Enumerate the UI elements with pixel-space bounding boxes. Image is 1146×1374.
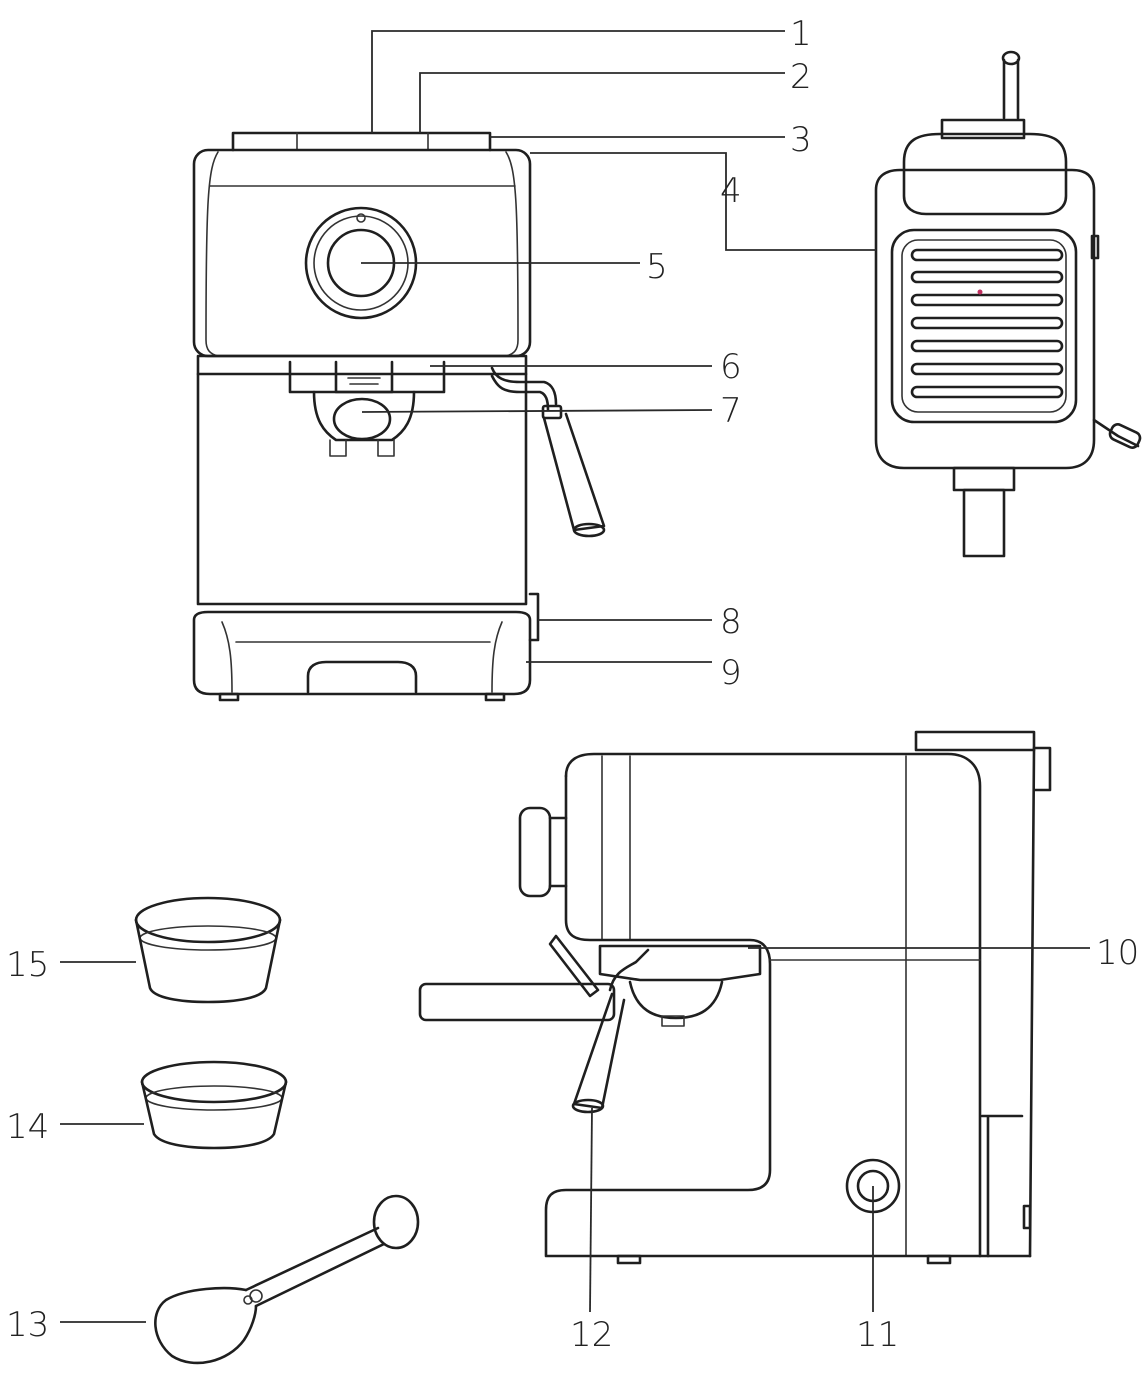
drip-tray-edges [221, 621, 503, 693]
cup-warmer-grille [890, 228, 1078, 424]
top-view [874, 50, 1142, 558]
leader-7 [361, 409, 713, 413]
side-foot-back [926, 1254, 952, 1265]
callout-1: 1 [790, 14, 812, 54]
measuring-spoon-tamper [154, 1194, 420, 1365]
front-view [192, 131, 606, 702]
leader-lines [60, 30, 1090, 1323]
leader-2 [419, 72, 785, 133]
callout-6: 6 [720, 347, 742, 387]
top-view-side-tab [1090, 234, 1100, 260]
steam-wand [490, 366, 606, 538]
grille-slots [910, 248, 1064, 399]
side-view [418, 730, 1052, 1265]
top-view-wand-side [1092, 418, 1140, 448]
water-tank-lid [231, 131, 492, 152]
foot-right [484, 692, 506, 702]
lower-housing [196, 372, 528, 606]
side-view-seams [601, 755, 907, 1257]
callout-11: 11 [856, 1315, 899, 1355]
upper-housing-left-edge [205, 151, 219, 357]
tray-side-tab [528, 592, 540, 642]
top-view-wand-handle [1108, 423, 1142, 449]
indicator-dot [977, 289, 983, 295]
top-view-portafilter-handle [962, 488, 1006, 558]
side-view-upper-shell [564, 752, 982, 1258]
callout-10: 10 [1096, 933, 1139, 973]
callout-4: 4 [720, 171, 742, 211]
top-view-portafilter-head [952, 466, 1016, 492]
side-view-tank-window [980, 1114, 1024, 1258]
callout-2: 2 [790, 57, 812, 97]
drip-tray-handle [306, 660, 418, 694]
lid-detail [296, 132, 429, 151]
side-view-rear-tab [1022, 1204, 1032, 1230]
side-foot-front [616, 1254, 642, 1265]
side-view-steam-wand [571, 948, 650, 1114]
callout-14: 14 [6, 1107, 49, 1147]
top-view-wand-tip [1001, 50, 1021, 66]
side-view-latch [1032, 746, 1052, 792]
brew-head-band [196, 354, 528, 376]
filter-basket-small [140, 1060, 288, 1150]
side-view-portafilter [418, 934, 762, 1027]
side-view-lower-shell [544, 774, 1032, 1258]
side-view-lid [914, 730, 1036, 752]
callout-3: 3 [790, 120, 812, 160]
top-view-tank [902, 132, 1068, 216]
leader-12 [589, 1107, 593, 1313]
drip-tray [192, 610, 532, 696]
callout-9: 9 [720, 653, 742, 693]
top-view-body [874, 168, 1096, 470]
cup-warmer-grille-inner [901, 239, 1067, 413]
callout-15: 15 [6, 945, 49, 985]
callout-12: 12 [570, 1315, 613, 1355]
top-view-lid [940, 118, 1026, 140]
side-view-back [1028, 748, 1036, 1258]
callout-8: 8 [720, 602, 742, 642]
upper-housing [192, 148, 532, 358]
leader-1 [371, 30, 785, 133]
callout-13: 13 [6, 1305, 49, 1345]
filter-basket-large [134, 896, 282, 1004]
side-view-knob-stem [548, 816, 568, 888]
leader-4 [530, 152, 876, 251]
callout-7: 7 [720, 391, 742, 431]
top-view-wand-top [1002, 58, 1020, 120]
side-view-knob [518, 806, 552, 898]
portafilter [288, 360, 446, 457]
foot-left [218, 692, 240, 702]
upper-housing-right-edge [505, 151, 519, 357]
callout-5: 5 [646, 247, 668, 287]
callout-numbers: 1 2 3 4 5 6 7 8 9 10 11 12 13 14 15 [6, 14, 1139, 1355]
